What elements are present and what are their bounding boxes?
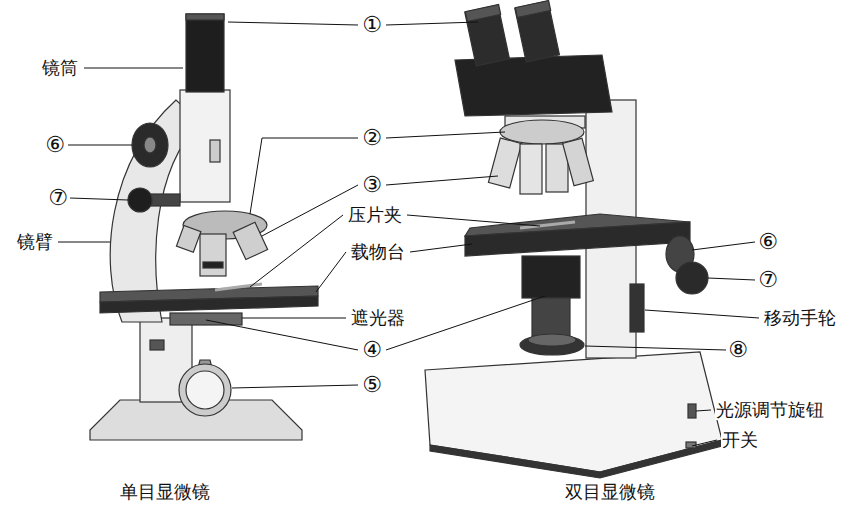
callout-number: ⑤ [361,373,383,397]
part-name: 镜筒 [41,58,79,78]
callout-number: ④ [361,338,383,362]
part-name: 镜臂 [16,232,54,252]
callout-number: ② [361,126,383,150]
part-name: 遮光器 [350,308,406,328]
callout-number: ⑦ [757,268,779,292]
callout-number: ① [361,13,383,37]
figure-caption: 单目显微镜 [119,482,211,502]
part-name: 压片夹 [347,205,403,225]
callout-number: ⑥ [44,133,66,157]
part-name: 光源调节旋钮 [715,400,825,420]
leader-lines [58,22,759,446]
callout-number: ③ [361,173,383,197]
figure-caption: 双目显微镜 [564,482,656,502]
part-name: 载物台 [350,242,406,262]
part-name: 开关 [721,430,759,450]
part-name: 移动手轮 [763,308,837,328]
callout-number: ⑥ [757,230,779,254]
callout-number: ⑦ [47,186,69,210]
callout-number: ⑧ [727,338,749,362]
